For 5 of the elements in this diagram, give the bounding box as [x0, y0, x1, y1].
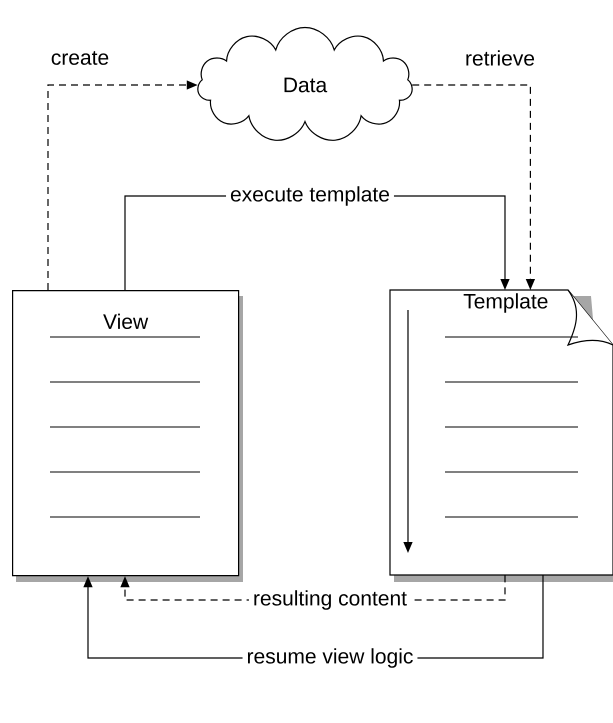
edge-label: retrieve: [466, 50, 534, 66]
edge-label: resulting content: [248, 586, 412, 614]
edge-label: resume view logic: [242, 644, 418, 672]
edge-label: execute template: [226, 182, 394, 210]
edge-label: create: [52, 51, 108, 65]
